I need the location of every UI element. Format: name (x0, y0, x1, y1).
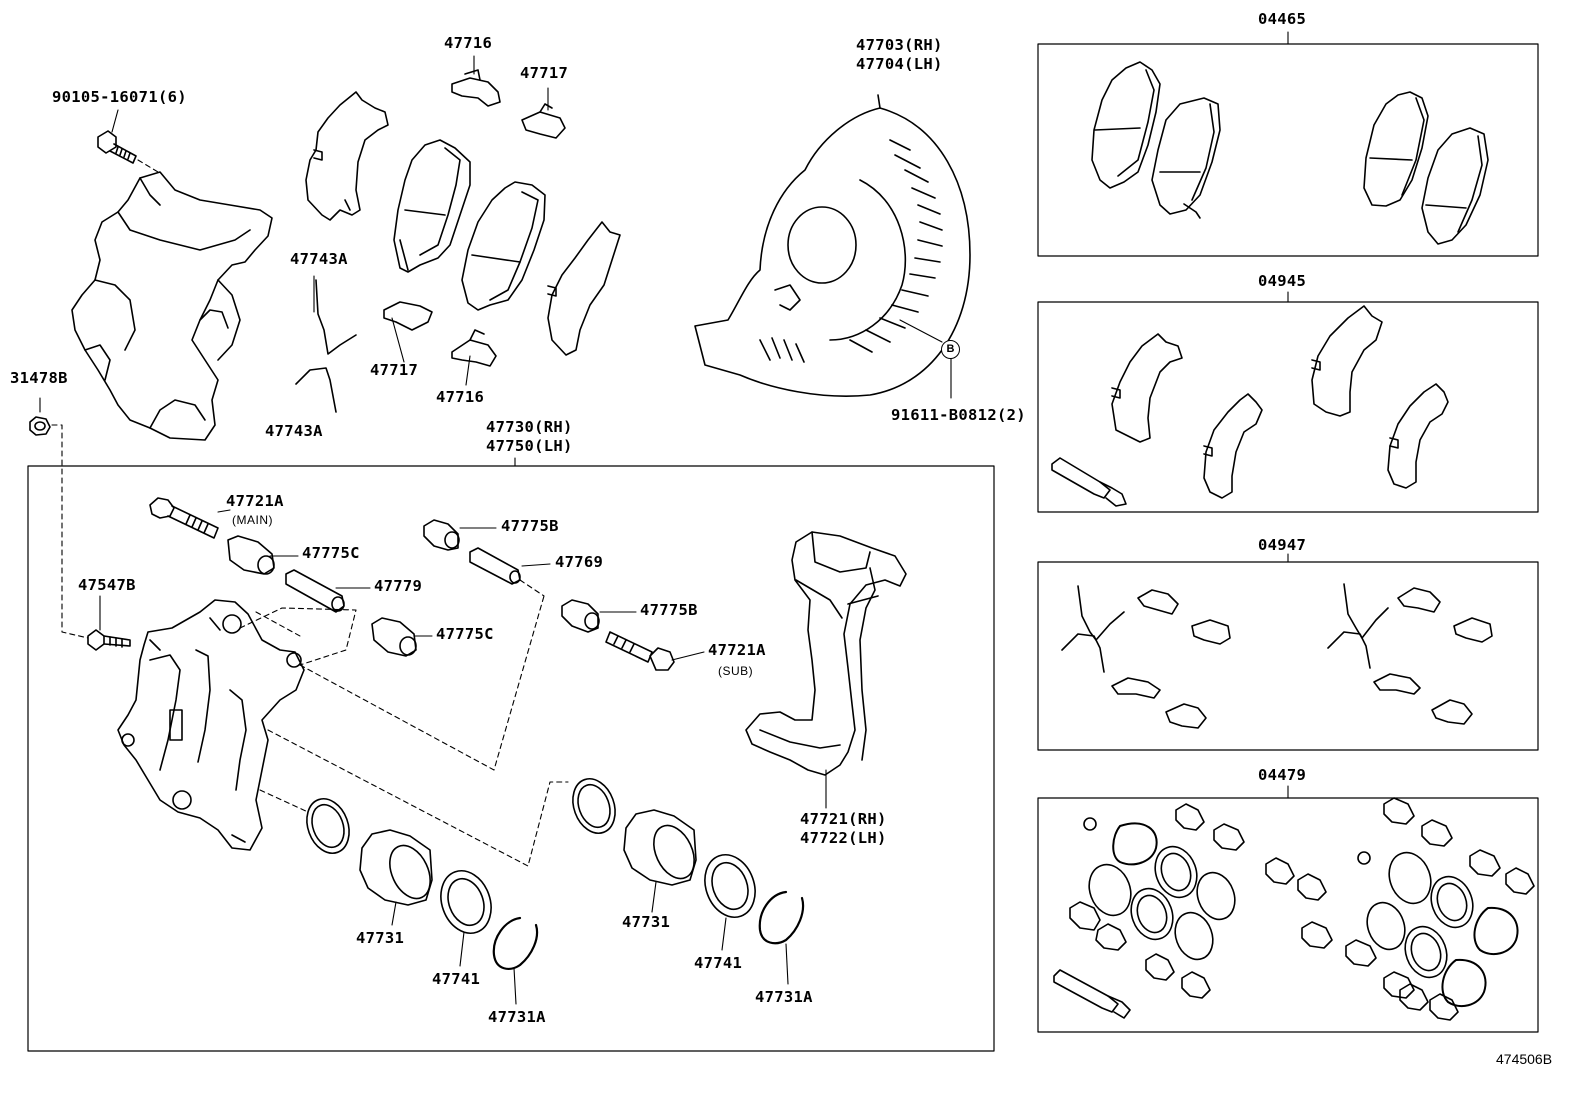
label-47743A-a: 47743A (290, 250, 348, 268)
label-kit-04465: 04465 (1258, 10, 1307, 28)
label-47547B: 47547B (78, 576, 136, 594)
label-kit-04945: 04945 (1258, 272, 1307, 290)
label-47730: 47730(RH) (486, 418, 573, 436)
label-47775C-b: 47775C (436, 625, 494, 643)
label-47721A-main: 47721A (226, 492, 284, 510)
label-47741-left: 47741 (432, 970, 481, 988)
label-bracket: 47721(RH) 47722(LH) (800, 810, 887, 848)
anti-squeal-shim-outer (305, 91, 389, 221)
label-47775B-b: 47775B (640, 601, 698, 619)
label-main-note: (MAIN) (232, 513, 273, 527)
pad-wear-indicator (295, 279, 357, 413)
piston-right (623, 809, 697, 886)
label-47717-top: 47717 (520, 64, 569, 82)
label-31478B: 31478B (10, 369, 68, 387)
steering-knuckle (71, 171, 273, 441)
anti-squeal-shim-inner (547, 221, 621, 356)
label-47731A-right: 47731A (755, 988, 813, 1006)
label-47779: 47779 (374, 577, 423, 595)
label-47704: 47704(LH) (856, 54, 943, 73)
label-47722: 47722(LH) (800, 828, 887, 847)
ring-47731A-right (758, 890, 805, 945)
label-90105: 90105-16071(6) (52, 88, 187, 106)
label-47717-bottom: 47717 (370, 361, 419, 379)
label-91611: 91611-B0812(2) (891, 406, 1026, 424)
boot-47775C-b (371, 617, 417, 657)
ring-47731A-left (492, 916, 539, 970)
pad-support-plate-top (451, 69, 501, 107)
boot-47775B-a (423, 519, 460, 551)
label-47731-right: 47731 (622, 913, 671, 931)
diagram-id: 474506B (1496, 1051, 1553, 1067)
boot-47741-right (704, 854, 756, 918)
pad-support-plate-right (521, 103, 566, 139)
callout-b: B (941, 340, 960, 359)
label-kit-04947: 04947 (1258, 536, 1307, 554)
caliper-assembly-frame (27, 465, 995, 1052)
piston-seal-right (572, 778, 616, 834)
label-47731A-left: 47731A (488, 1008, 546, 1026)
label-47721A-sub: 47721A (708, 641, 766, 659)
label-47743A-b: 47743A (265, 422, 323, 440)
caliper-mounting-bracket (745, 531, 907, 776)
kit-04945-shims (1051, 305, 1449, 507)
label-sub-note: (SUB) (718, 664, 754, 678)
piston-seal-left (306, 798, 350, 854)
brake-pad-inner (461, 181, 546, 311)
kit-04947-clips (1061, 583, 1493, 729)
brake-pad-outer (393, 139, 471, 273)
bolt-90105 (97, 130, 137, 164)
label-47716-top: 47716 (444, 34, 493, 52)
label-47731-left: 47731 (356, 929, 405, 947)
label-47703: 47703(RH) (856, 36, 943, 54)
pad-support-plate-bottom-b (451, 329, 497, 367)
piston-left (359, 829, 433, 906)
boot-47775B-b (561, 599, 600, 633)
label-47775C-a: 47775C (302, 544, 360, 562)
pin-47779 (285, 569, 345, 613)
bolt-47547B (87, 629, 131, 651)
label-kit-04479: 04479 (1258, 766, 1307, 784)
label-47716-bottom: 47716 (436, 388, 485, 406)
kit-04465-pads (1091, 61, 1489, 245)
kit-04479-seal-kit (1053, 797, 1535, 1021)
bolt-47721A-main (149, 497, 219, 539)
label-dust-cover: 47703(RH) 47704(LH) (856, 36, 943, 74)
disc-brake-dust-cover (694, 94, 971, 397)
pad-support-plate-bottom-a (383, 301, 433, 331)
bolt-47721A-sub (605, 631, 675, 671)
label-47721: 47721(RH) (800, 810, 887, 828)
label-47775B-a: 47775B (501, 517, 559, 535)
label-47769: 47769 (555, 553, 604, 571)
boot-47741-left (440, 870, 492, 934)
label-caliper-assy: 47730(RH) 47750(LH) (486, 418, 573, 456)
caliper-housing (117, 599, 305, 851)
label-47741-right: 47741 (694, 954, 743, 972)
nut-31478B (29, 416, 51, 436)
boot-47775C-a (227, 535, 275, 575)
label-47750: 47750(LH) (486, 436, 573, 455)
